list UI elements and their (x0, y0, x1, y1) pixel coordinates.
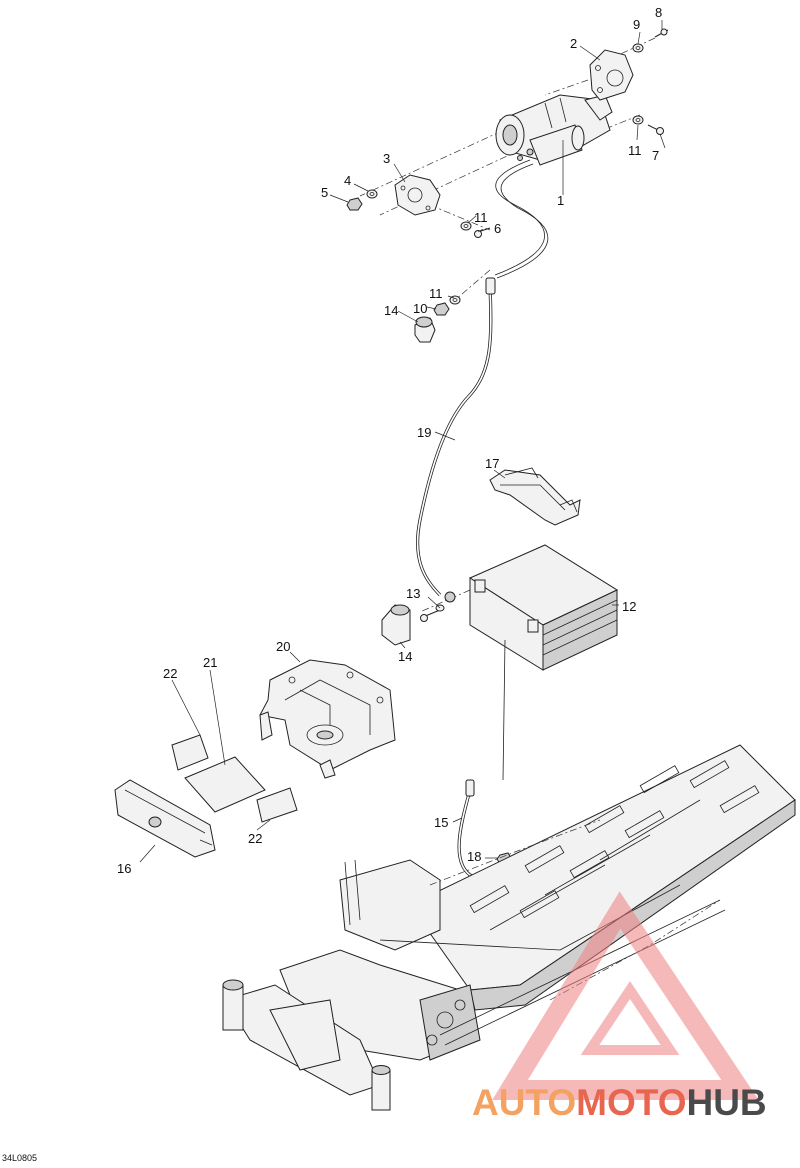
mounting-bracket-3 (394, 174, 441, 216)
callout-17: 17 (485, 456, 499, 471)
callout-14-lower: 14 (398, 649, 412, 664)
callout-12: 12 (622, 599, 636, 614)
battery (468, 544, 619, 671)
callout-11-lower: 11 (429, 286, 443, 301)
callout-10: 10 (413, 301, 427, 316)
battery-cover (114, 779, 216, 858)
pad-22-right (256, 787, 298, 823)
callout-9: 9 (633, 17, 640, 32)
callout-labels: 1 2 3 4 5 6 7 8 9 10 11 11 11 12 13 14 1… (117, 5, 662, 876)
callout-1: 1 (557, 193, 564, 208)
watermark-auto: AUTO (472, 1082, 577, 1123)
starter-motor (495, 94, 613, 166)
battery-strap (489, 467, 581, 526)
watermark-triangle (492, 891, 759, 1100)
callout-11-middle: 11 (474, 210, 488, 225)
callout-4: 4 (344, 173, 351, 188)
callout-18: 18 (467, 849, 481, 864)
watermark-moto: MOTO (576, 1082, 687, 1123)
callout-16: 16 (117, 861, 131, 876)
watermark-hub: HUB (686, 1082, 767, 1123)
pad-22-left (171, 734, 209, 771)
callout-6: 6 (494, 221, 501, 236)
positive-cable (415, 159, 549, 603)
callout-14-upper: 14 (384, 303, 398, 318)
leader-lines (139, 20, 666, 863)
callout-20: 20 (276, 639, 290, 654)
callout-3: 3 (383, 151, 390, 166)
mounting-bracket-2 (589, 49, 634, 101)
callout-13: 13 (406, 586, 420, 601)
callout-5: 5 (321, 185, 328, 200)
callout-22-left: 22 (163, 666, 177, 681)
battery-tray (259, 659, 396, 779)
terminal-cap-upper (414, 316, 436, 343)
callout-2: 2 (570, 36, 577, 51)
callout-8: 8 (655, 5, 662, 20)
alignment-lines (359, 37, 656, 613)
watermark-logo: AUTOMOTOHUB (472, 1082, 767, 1124)
figure-reference-code: 34L0805 (2, 1153, 38, 1163)
callout-7: 7 (652, 148, 659, 163)
callout-21: 21 (203, 655, 217, 670)
callout-22-right: 22 (248, 831, 262, 846)
terminal-cap-lower (381, 604, 411, 646)
vehicle-frame (222, 744, 796, 1111)
callout-15: 15 (434, 815, 448, 830)
callout-19: 19 (417, 425, 431, 440)
callout-11-top: 11 (628, 143, 642, 158)
pad-21 (184, 756, 266, 813)
